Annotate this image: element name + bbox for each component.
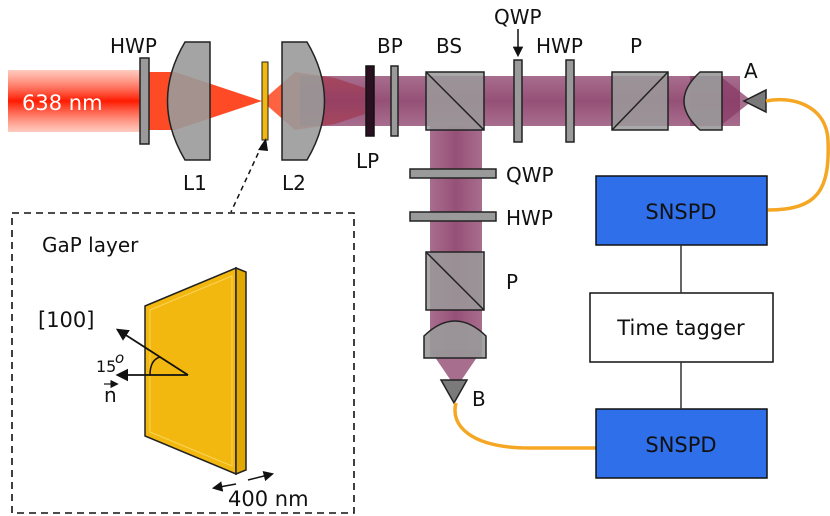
gap-layer-thin [261,61,269,141]
fiber-tip-a [742,88,767,114]
qwp-plate-top [513,59,523,143]
coupler-lens-a [683,71,723,131]
gap-slab-highlight [149,275,233,467]
gap-slab-face [144,266,237,476]
direction-100-label: [100] [38,308,94,332]
thickness-arrow-right [247,470,275,482]
normal-label: n [104,383,117,407]
a-label: A [744,59,758,83]
time-tagger-label: Time tagger [616,316,745,340]
inset-box [11,212,355,514]
qwp-plate-down [409,168,497,179]
angle-label: 15 [96,357,116,376]
snspd-top-label: SNSPD [645,200,716,224]
p-down-label: P [506,270,518,294]
beam-splitter-diagonal [425,71,485,131]
fiber-a [765,97,830,212]
lp-label: LP [356,149,379,173]
l1-label: L1 [183,171,207,195]
laser-source [8,70,148,132]
hwp-plate-top [565,59,575,143]
snspd-bottom-box [595,408,768,479]
source-label: 638 nm [22,91,103,115]
qwp-down-label: QWP [506,163,554,187]
angle-arc [149,356,161,376]
polarizer-down-diagonal [425,251,485,311]
hwp-top-label: HWP [536,34,583,58]
snspd-top-box [595,175,768,246]
lens-l2 [281,41,326,161]
thickness-label: 400 nm [228,487,309,511]
angle-unit-label: o [115,349,124,367]
qwp-top-label: QWP [494,5,542,29]
bs-label: BS [436,34,462,58]
hwp-1-label: HWP [110,34,157,58]
bp-filter [390,65,399,137]
l2-label: L2 [282,171,306,195]
hwp-down-label: HWP [506,206,553,230]
callout-line [230,144,263,213]
thickness-arrow-left [211,481,237,492]
coupler-lens-b [423,320,487,359]
lens-l1 [166,41,211,161]
p-top-label: P [630,34,642,58]
b-label: B [472,387,486,411]
purple-beam-taper-b [430,350,482,388]
gap-slab-edge [235,266,247,476]
purple-beam-down [430,126,482,358]
bp-label: BP [377,34,403,58]
inset-title: GaP layer [42,233,139,257]
fiber-b [453,402,596,450]
snspd-bottom-label: SNSPD [645,433,716,457]
time-tagger-box [589,292,774,363]
lp-filter [365,65,375,137]
direction-100-arrow [115,328,189,376]
fiber-tip-b [439,379,469,405]
hwp-plate-1 [139,57,150,145]
polarizer-top-diagonal [611,71,669,131]
callout-arrowhead [258,138,268,151]
hwp-plate-down [409,211,497,222]
